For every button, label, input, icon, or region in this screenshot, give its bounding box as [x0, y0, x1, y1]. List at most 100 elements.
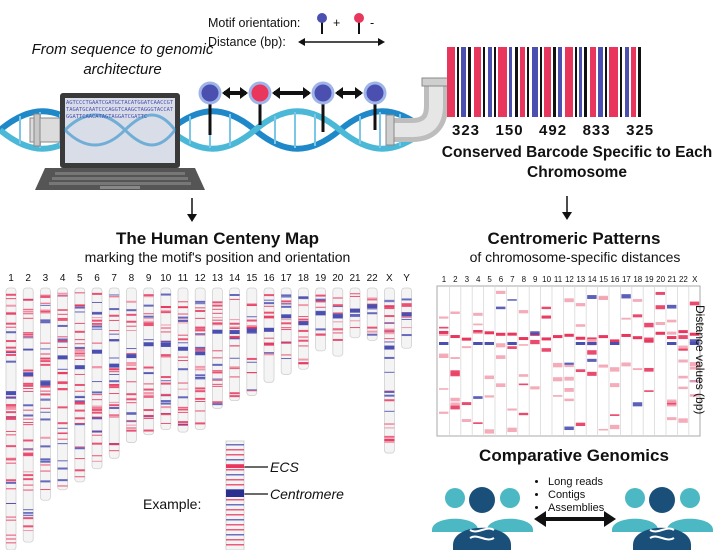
barcode-stripe [596, 47, 598, 117]
barcode-stripe [481, 47, 483, 117]
barcode-stripe [457, 47, 459, 117]
barcode-stripe [529, 47, 532, 117]
barcode-stripe [577, 47, 579, 117]
barcode-stripe [520, 47, 525, 117]
chromosome-label-19: 19 [315, 273, 327, 284]
left-pipe [29, 113, 61, 147]
pattern-column-3 [460, 287, 472, 436]
barcode-stripe [587, 47, 590, 117]
barcode-stripe [636, 47, 638, 117]
chromosome-14 [229, 287, 241, 402]
barcode-stripe [542, 47, 544, 117]
laptop-screen-text: AGTCCCTGAATCGATGCTACATGGATCAACCGTTAGATGC… [66, 100, 174, 120]
comparison-arrow [534, 511, 616, 527]
pattern-column-18 [631, 287, 643, 436]
chromosome-11 [177, 287, 189, 433]
barcode-stripe [590, 47, 596, 117]
chromosome-label-12: 12 [194, 273, 206, 284]
chromosome-label-17: 17 [280, 273, 292, 284]
barcode-stripe [496, 47, 498, 117]
barcode-stripe [498, 47, 507, 117]
centeny-map-title: The Human Centeny Map [115, 229, 320, 248]
pattern-column-9 [528, 287, 540, 436]
barcode-stripe [579, 47, 582, 117]
pattern-label-18: 18 [633, 275, 643, 284]
pattern-column-16 [608, 287, 620, 436]
pattern-column-11 [551, 287, 563, 436]
barcode-stripe [474, 47, 481, 117]
chromosome-7 [108, 287, 120, 459]
people-group-left [432, 487, 533, 550]
chromosome-10 [160, 287, 172, 430]
barcode-stripe [558, 47, 562, 117]
chromosome-label-18: 18 [297, 273, 309, 284]
pattern-column-2 [448, 287, 460, 436]
pattern-column-19 [642, 287, 654, 436]
pattern-column-10 [540, 287, 551, 436]
legend-distance-label: Distance (bp): [208, 35, 286, 49]
chromosome-17 [280, 287, 292, 375]
barcode-stripe [598, 47, 603, 117]
barcode-stripe [629, 47, 631, 117]
barcode-stripe [525, 47, 527, 117]
pattern-label-12: 12 [564, 275, 574, 284]
down-arrows [187, 196, 572, 222]
pattern-label-19: 19 [644, 275, 654, 284]
barcode-stripe [468, 47, 471, 117]
barcode [447, 47, 643, 117]
chromosome-Y [401, 287, 413, 349]
pattern-column-12 [563, 287, 574, 436]
chromosome-X [383, 287, 395, 454]
chromosome-12 [194, 287, 206, 430]
barcode-stripe [461, 47, 466, 117]
laptop [35, 93, 205, 190]
centromeric-panel-frame [436, 285, 701, 437]
pattern-column-21 [665, 287, 677, 436]
barcode-stripe [466, 47, 468, 117]
chromosome-label-7: 7 [111, 273, 117, 284]
pattern-column-7 [505, 287, 517, 436]
example-chromosome [225, 440, 245, 550]
barcode-stripe [641, 47, 643, 117]
chromosome-22 [366, 287, 378, 341]
pattern-column-20 [654, 287, 665, 436]
chromosome-16 [263, 287, 275, 383]
barcode-stripe [488, 47, 492, 117]
chromosome-label-9: 9 [145, 273, 152, 284]
barcode-stripe [518, 47, 520, 117]
barcode-stripe [512, 47, 515, 117]
barcode-stripe [622, 47, 625, 117]
pattern-label-3: 3 [464, 275, 470, 284]
comparative-bullets: Long reads Contigs Assemblies [534, 476, 604, 515]
chromosome-13 [211, 287, 223, 409]
pattern-column-1 [439, 316, 449, 414]
barcode-stripe [562, 47, 565, 117]
barcode-title: Conserved Barcode Specific to Each Chrom… [441, 144, 713, 181]
pattern-label-16: 16 [610, 275, 620, 284]
chromosome-19 [315, 287, 327, 352]
chromosome-3 [40, 287, 51, 501]
centromeric-patterns-title: Centromeric Patterns [487, 229, 661, 248]
centromeric-patterns-subtitle: of chromosome-specific distances [469, 249, 681, 265]
chromosome-label-14: 14 [229, 273, 241, 284]
barcode-stripe [603, 47, 605, 117]
ecs-label: ECS [270, 459, 299, 475]
people-group-right [612, 487, 713, 550]
barcode-stripe [540, 47, 542, 117]
pattern-column-8 [517, 287, 529, 436]
chromosome-label-21: 21 [349, 273, 361, 284]
tagline: From sequence to genomic architecture [31, 41, 214, 78]
pattern-label-11: 11 [553, 275, 563, 284]
pattern-column-5 [483, 287, 494, 436]
barcode-stripe [538, 47, 540, 117]
barcode-stripe [527, 47, 529, 117]
pattern-label-13: 13 [576, 275, 586, 284]
legend-symbols [298, 13, 385, 46]
pattern-label-15: 15 [599, 275, 609, 284]
chromosome-label-8: 8 [128, 273, 135, 284]
chromosome-label-4: 4 [59, 273, 66, 284]
chromosome-label-2: 2 [25, 273, 31, 284]
barcode-stripe [459, 47, 461, 117]
